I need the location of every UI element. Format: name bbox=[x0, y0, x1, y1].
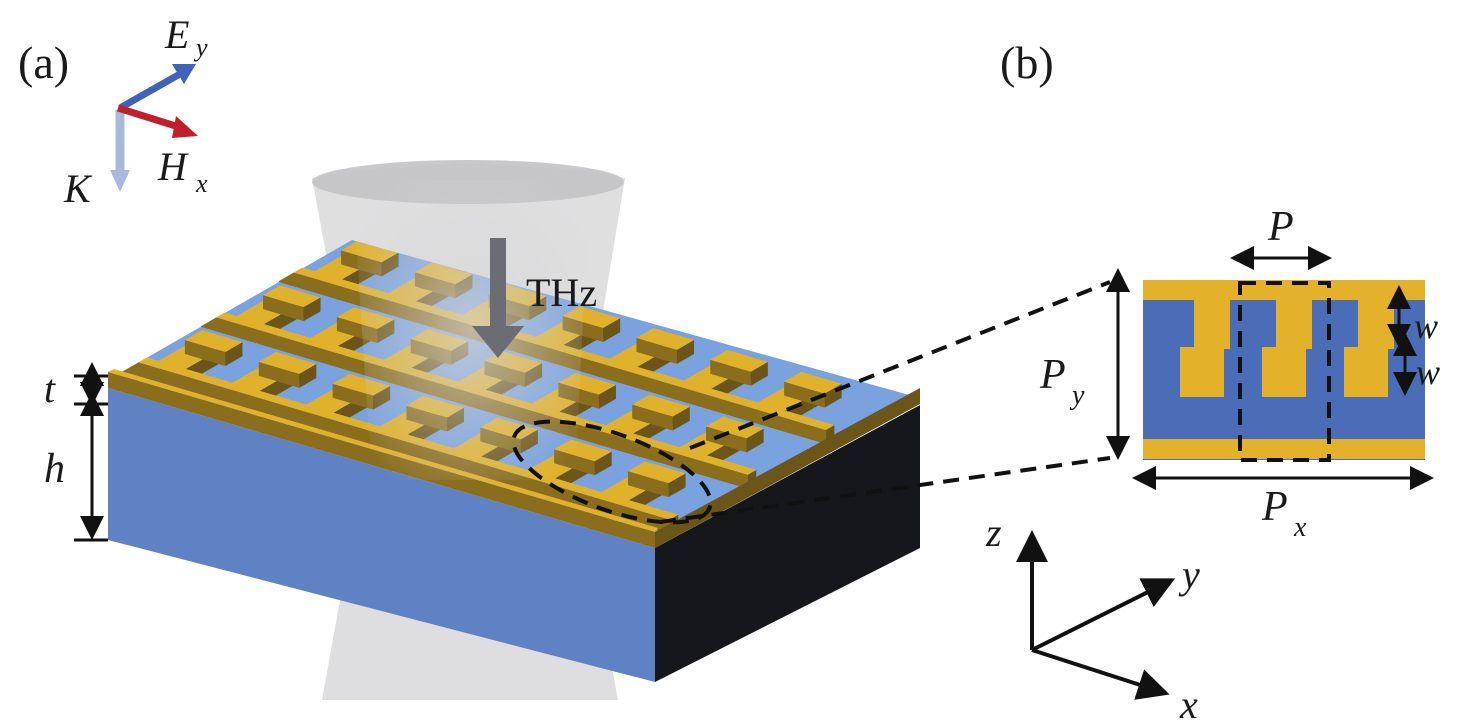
h-field-arrow bbox=[116, 104, 184, 132]
polarization-triad: E y H x K bbox=[63, 12, 208, 211]
finger-tab bbox=[1344, 347, 1388, 397]
top-bus-bar bbox=[1143, 280, 1425, 300]
period-x-label: P bbox=[1261, 484, 1288, 530]
grating-finger-tab bbox=[225, 342, 243, 366]
grating-finger-tab bbox=[710, 349, 768, 372]
grating-finger-tab bbox=[746, 428, 764, 453]
period-y-label: P bbox=[1039, 352, 1066, 398]
width-dimensions: w w bbox=[1387, 285, 1440, 396]
bottom-bus-bar bbox=[1143, 439, 1425, 459]
h-arrowhead-icon bbox=[172, 116, 198, 138]
grating-finger-tab bbox=[299, 364, 317, 388]
grating-finger-tab bbox=[676, 340, 695, 364]
e-field-arrow bbox=[118, 70, 182, 112]
finger-tab bbox=[1262, 347, 1306, 397]
beam-overlay bbox=[352, 180, 590, 480]
thickness-label: t bbox=[44, 366, 56, 411]
grating-finger-tab bbox=[706, 416, 764, 439]
unit-cell-callout bbox=[511, 280, 1111, 525]
period-x-subscript: x bbox=[1293, 512, 1307, 543]
grating-finger-tab bbox=[632, 394, 690, 417]
grating-finger-tab bbox=[784, 371, 842, 394]
grating-finger-tab bbox=[668, 473, 686, 498]
thz-label: THz bbox=[526, 270, 597, 315]
thz-arrowhead-icon bbox=[472, 326, 524, 358]
grating-finger-tab bbox=[632, 404, 673, 431]
z-axis-label: z bbox=[985, 510, 1002, 555]
grating-finger-tab bbox=[603, 318, 621, 342]
grating-finger-tab bbox=[627, 461, 686, 484]
grating-finger-tab bbox=[184, 339, 226, 366]
e-field-label: E bbox=[164, 12, 189, 57]
grating-finger-tab bbox=[594, 451, 612, 476]
width-2-label: w bbox=[1416, 352, 1440, 392]
period-y-subscript: y bbox=[1069, 380, 1085, 411]
grating-finger-tab bbox=[262, 295, 304, 322]
finger-neck bbox=[1358, 299, 1394, 349]
grating-finger-tab bbox=[784, 381, 825, 408]
width-1-label: w bbox=[1414, 306, 1438, 346]
grating-finger-tab bbox=[672, 406, 690, 431]
grating-finger-tab bbox=[706, 426, 747, 453]
finger-neck bbox=[1276, 299, 1312, 349]
grating-finger-tab bbox=[636, 328, 695, 350]
finger-neck bbox=[1194, 299, 1230, 349]
unit-cell-top-view bbox=[1143, 280, 1425, 460]
coordinate-axes: z y x bbox=[985, 510, 1200, 727]
y-axis-label: y bbox=[1178, 552, 1200, 597]
substrate-side-face bbox=[655, 405, 920, 682]
grating-finger-tab bbox=[627, 471, 669, 498]
panel-b-label: (b) bbox=[1000, 37, 1054, 88]
h-field-label: H bbox=[157, 144, 189, 189]
finger-tab bbox=[1180, 347, 1224, 397]
thz-arrow bbox=[472, 238, 524, 358]
thickness-dimension: t h bbox=[44, 362, 108, 542]
grating-finger-tab bbox=[303, 297, 321, 322]
e-field-subscript: y bbox=[193, 33, 208, 62]
grating-finger-tab bbox=[710, 359, 751, 386]
period-label: P bbox=[1267, 204, 1294, 250]
k-arrowhead-icon bbox=[110, 170, 130, 192]
panel-a-label: (a) bbox=[18, 37, 69, 88]
h-field-subscript: x bbox=[195, 169, 208, 198]
grating-finger-tab bbox=[184, 330, 243, 352]
grating-finger-tab bbox=[258, 352, 317, 374]
x-axis-arrow bbox=[1031, 648, 1170, 700]
grating-finger-tab bbox=[262, 285, 321, 308]
grating-finger-tab bbox=[258, 361, 300, 388]
y-axis-arrow bbox=[1031, 578, 1176, 652]
x-axis-label: x bbox=[1179, 682, 1198, 727]
k-vector-label: K bbox=[63, 166, 93, 211]
grating-finger-tab bbox=[750, 361, 768, 386]
grating-finger-tab bbox=[636, 337, 677, 364]
grating-finger-tab bbox=[598, 384, 616, 409]
substrate-front-face bbox=[108, 388, 655, 682]
grating-finger-tab bbox=[332, 383, 374, 410]
e-arrowhead-icon bbox=[172, 64, 196, 84]
height-label: h bbox=[44, 446, 65, 492]
unit-cell-box bbox=[1238, 281, 1331, 462]
